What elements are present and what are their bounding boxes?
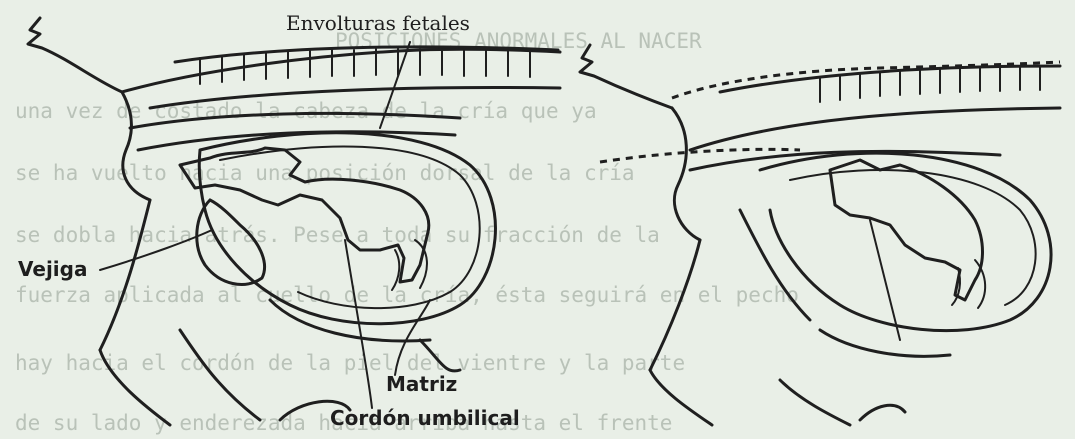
right-spine-lower xyxy=(690,108,1060,150)
label-matriz: Matriz xyxy=(386,372,457,396)
right-legs xyxy=(650,370,905,425)
bleed-line-2: una vez de costado la cabeza de la cría … xyxy=(15,99,597,123)
bleed-line-3: se ha vuelto hacia una posición dorsal d… xyxy=(15,161,635,185)
right-vertebrae xyxy=(820,66,1040,102)
right-membrane xyxy=(790,170,1036,305)
label-vejiga: Vejiga xyxy=(18,257,87,281)
label-cordon-umbilical: Cordón umbilical xyxy=(330,406,520,430)
label-envolturas-fetales: Envolturas fetales xyxy=(286,11,470,35)
right-spine-upper xyxy=(720,66,1060,92)
right-rump xyxy=(672,108,700,240)
bleed-line-4: se dobla hacia atrás. Pese a toda su fra… xyxy=(15,223,660,247)
bleed-line-6: hay hacia el cordón de la piel del vient… xyxy=(15,351,685,375)
